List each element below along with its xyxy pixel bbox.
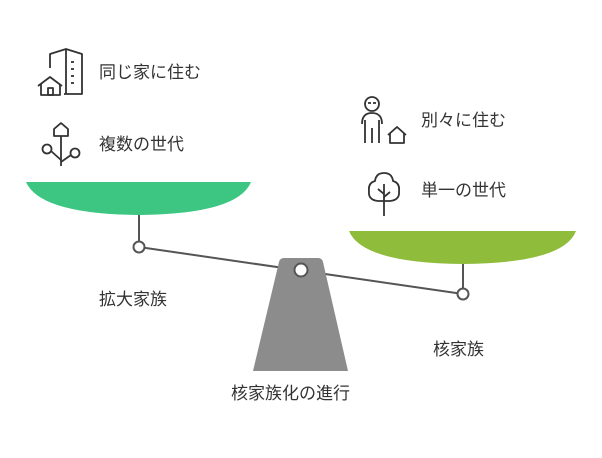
tree-icon <box>367 172 401 216</box>
fulcrum-pivot <box>293 262 309 278</box>
right-item-separate-living: 別々に住む <box>421 111 506 131</box>
right-pivot <box>456 287 470 301</box>
family-tree-icon <box>41 122 81 166</box>
left-pan <box>26 182 251 215</box>
right-item-single-generation: 単一の世代 <box>421 181 506 201</box>
extended-family-label: 拡大家族 <box>99 290 167 310</box>
right-pan <box>349 231 576 264</box>
fulcrum <box>253 258 348 371</box>
house-building-icon <box>37 48 83 96</box>
left-item-same-house: 同じ家に住む <box>99 63 201 83</box>
left-item-multi-generation: 複数の世代 <box>99 135 184 155</box>
nuclear-family-label: 核家族 <box>433 340 484 360</box>
fulcrum-label: 核家族化の進行 <box>231 384 350 404</box>
person-house-icon <box>361 96 407 144</box>
left-pivot <box>132 240 146 254</box>
